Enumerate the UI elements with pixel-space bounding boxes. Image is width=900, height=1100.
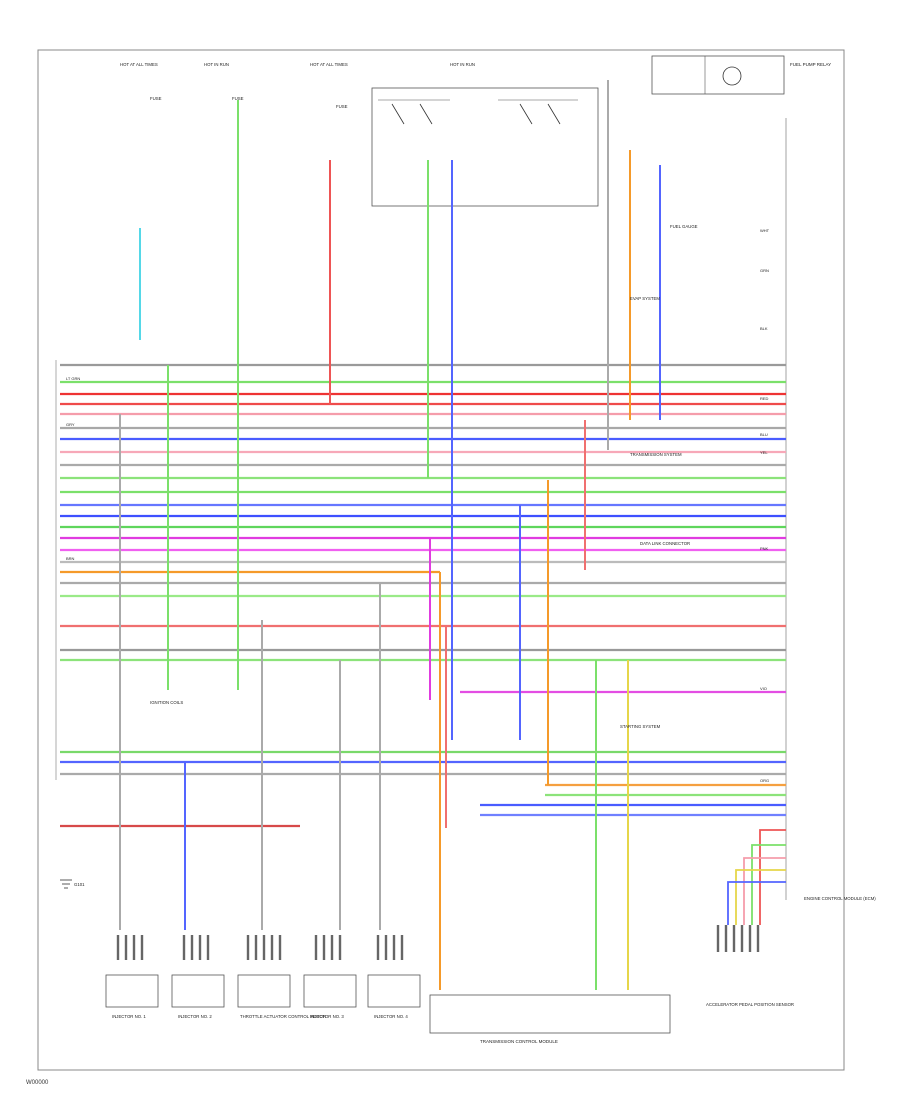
- fuse-a-label: FUSE: [150, 96, 162, 101]
- wire-color-tags: GRN BLU RED PNK ORG YEL BLK WHT LT GRN B…: [66, 228, 770, 783]
- vertical-wires: [119, 80, 661, 990]
- injector-no3-label: INJECTOR NO. 3: [310, 1014, 344, 1019]
- accel-pedal-wires: [727, 829, 786, 925]
- tag-gry: GRY: [66, 422, 75, 427]
- hot-at-all-times-label-1: HOT AT ALL TIMES: [120, 62, 158, 67]
- transmission-control-module-box: TRANSMISSION CONTROL MODULE: [429, 994, 671, 1044]
- hot-in-run-label-1: HOT IN RUN: [204, 62, 229, 67]
- fuel-pump-relay-label: FUEL PUMP RELAY: [790, 62, 831, 67]
- tag-yel: YEL: [760, 450, 768, 455]
- tag-pnk: PNK: [760, 546, 769, 551]
- injector-no4-box: [367, 974, 421, 1008]
- pin-stubs: [116, 925, 760, 960]
- accel-pedal-label: ACCELERATOR PEDAL POSITION SENSOR: [706, 1002, 794, 1007]
- tag-grn: GRN: [760, 268, 769, 273]
- injector-no4-label: INJECTOR NO. 4: [374, 1014, 408, 1019]
- ecm-connector-column: ENGINE CONTROL MODULE (ECM): [785, 118, 876, 901]
- diagram-frame: [37, 49, 845, 1071]
- tcm-label: TRANSMISSION CONTROL MODULE: [480, 1039, 558, 1044]
- drawing-code: W00000: [26, 1080, 49, 1086]
- bottom-components: [105, 974, 421, 1008]
- tag-brn: BRN: [66, 556, 75, 561]
- injector-no2-label: INJECTOR NO. 2: [178, 1014, 212, 1019]
- transmission-system-label: TRANSMISSION SYSTEM: [630, 452, 682, 457]
- injector-no1-box: [105, 974, 159, 1008]
- fuse-c-label: FUSE: [336, 104, 348, 109]
- tag-red: RED: [760, 396, 769, 401]
- hot-at-all-times-label-2: HOT AT ALL TIMES: [310, 62, 348, 67]
- data-link-label: DATA LINK CONNECTOR: [640, 541, 690, 546]
- tag-wht: WHT: [760, 228, 770, 233]
- fuel-gauge-label: FUEL GAUGE: [670, 224, 698, 229]
- evap-label: EVAP SYSTEM: [630, 296, 660, 301]
- throttle-actuator-label: THROTTLE ACTUATOR CONTROL MOTOR: [240, 1014, 326, 1019]
- horizontal-wires: [60, 363, 786, 828]
- bottom-component-labels: INJECTOR NO. 1 INJECTOR NO. 2 THROTTLE A…: [112, 1002, 794, 1019]
- injector-no2-box: [171, 974, 225, 1008]
- top-left-labels: HOT AT ALL TIMES HOT IN RUN HOT AT ALL T…: [120, 62, 698, 729]
- tag-ltgrn: LT GRN: [66, 376, 80, 381]
- tag-blu: BLU: [760, 432, 768, 437]
- injector-no3-box: [303, 974, 357, 1008]
- tag-org: ORG: [760, 778, 769, 783]
- tag-vio: VIO: [760, 686, 767, 691]
- tag-blk: BLK: [760, 326, 768, 331]
- starting-system-label: STARTING SYSTEM: [620, 724, 661, 729]
- ground-label: G101: [74, 882, 85, 887]
- ignition-coils-label: IGNITION COILS: [150, 700, 183, 705]
- throttle-actuator-box: [237, 974, 291, 1008]
- relay-box-center: [371, 87, 599, 207]
- hot-in-run-label-2: HOT IN RUN: [450, 62, 475, 67]
- injector-no1-label: INJECTOR NO. 1: [112, 1014, 146, 1019]
- fuse-b-label: FUSE: [232, 96, 244, 101]
- ground-symbols: G101: [60, 879, 85, 889]
- fuel-pump-relay: FUEL PUMP RELAY: [651, 55, 831, 95]
- ecm-label: ENGINE CONTROL MODULE (ECM): [804, 896, 876, 901]
